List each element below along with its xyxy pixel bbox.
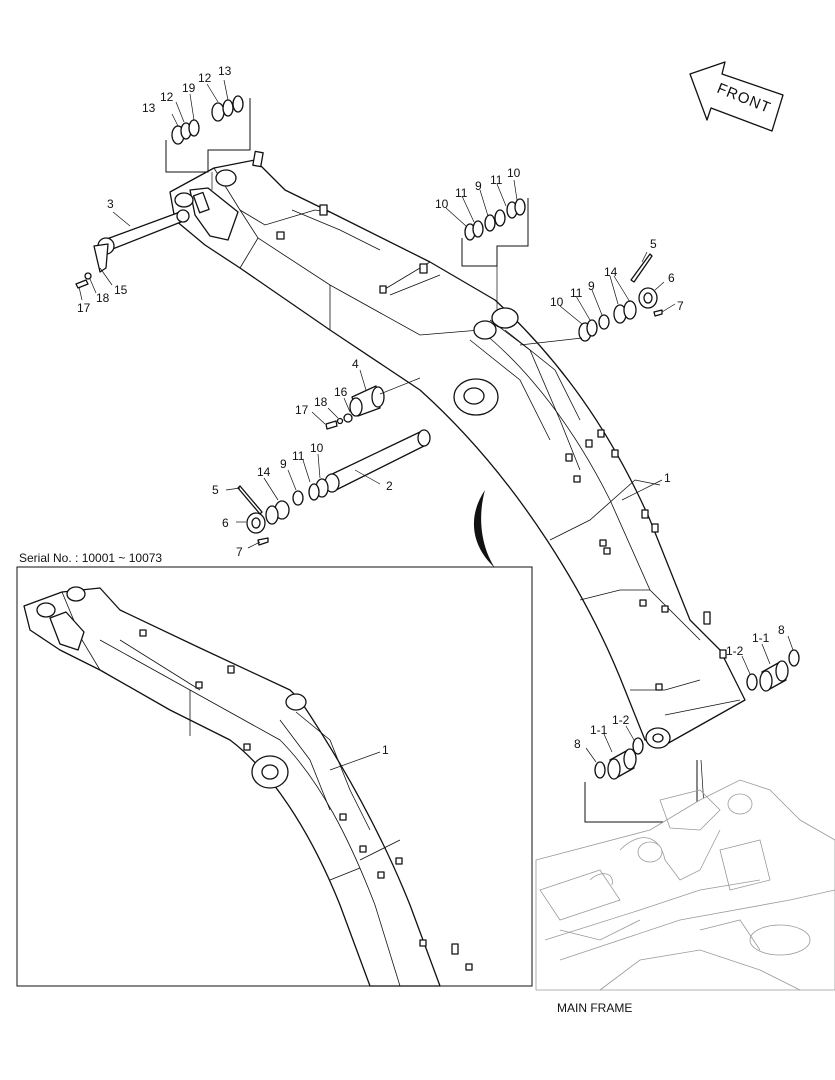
callout-11: 11 xyxy=(455,186,468,200)
rotation-arrow-icon xyxy=(473,490,495,568)
callout-12: 12 xyxy=(198,71,212,85)
callout-18: 18 xyxy=(96,291,110,305)
callout-18: 18 xyxy=(314,395,328,409)
seal-group-head-top: 10 11 9 11 10 xyxy=(435,166,529,310)
callout-1-1: 1-1 xyxy=(590,723,608,737)
callout-1: 1 xyxy=(664,471,671,485)
callout-2: 2 xyxy=(386,479,393,493)
callout-1-2: 1-2 xyxy=(726,644,744,658)
callout-8: 8 xyxy=(574,737,581,751)
callout-10: 10 xyxy=(550,295,564,309)
callout-7: 7 xyxy=(677,299,684,313)
callout-17: 17 xyxy=(295,403,309,417)
callout-9: 9 xyxy=(588,279,595,293)
callout-7: 7 xyxy=(236,545,243,559)
serial-inset: Serial No. : 10001 ~ 10073 1 xyxy=(16,551,533,987)
callout-14: 14 xyxy=(604,265,618,279)
boom-main xyxy=(169,150,746,749)
callout-11: 11 xyxy=(292,449,305,463)
callout-10: 10 xyxy=(507,166,521,180)
callout-1-1: 1-1 xyxy=(752,631,770,645)
callout-1-2: 1-2 xyxy=(612,713,630,727)
callout-9: 9 xyxy=(280,457,287,471)
callout-10: 10 xyxy=(435,197,449,211)
callout-10: 10 xyxy=(310,441,324,455)
inset-callout-1: 1 xyxy=(382,743,389,757)
callout-14: 14 xyxy=(257,465,271,479)
callout-6: 6 xyxy=(668,271,675,285)
callout-8: 8 xyxy=(778,623,785,637)
callout-19: 19 xyxy=(182,81,196,95)
callout-12: 12 xyxy=(160,90,174,104)
callout-11: 11 xyxy=(570,286,583,300)
front-arrow-icon: FRONT xyxy=(689,61,784,132)
inset-serial-label: Serial No. : 10001 ~ 10073 xyxy=(19,551,162,565)
callout-5: 5 xyxy=(212,483,219,497)
pin-3-group: 3 15 18 17 xyxy=(75,197,190,315)
callout-13: 13 xyxy=(142,101,156,115)
pin-hardware-right: 5 14 6 7 9 11 10 xyxy=(519,237,684,346)
callout-15: 15 xyxy=(114,283,128,297)
main-frame-drawing xyxy=(535,779,835,991)
callout-5: 5 xyxy=(650,237,657,251)
pin-2-group: 11 10 9 14 5 6 7 2 xyxy=(212,429,431,559)
pin-4-group: 4 16 18 17 xyxy=(295,357,421,430)
foot-bushing-left: 8 1-1 1-2 xyxy=(574,713,731,841)
callout-4: 4 xyxy=(352,357,359,371)
foot-bushing-right: 1-2 1-1 8 xyxy=(726,623,800,692)
pin-seal-group-top: 13 12 19 12 13 xyxy=(142,64,251,190)
callout-17: 17 xyxy=(77,301,91,315)
main-frame-label: MAIN FRAME xyxy=(557,1001,632,1015)
callout-3: 3 xyxy=(107,197,114,211)
callout-9: 9 xyxy=(475,179,482,193)
callout-6: 6 xyxy=(222,516,229,530)
callout-11: 11 xyxy=(490,173,503,187)
callout-16: 16 xyxy=(334,385,348,399)
callout-13: 13 xyxy=(218,64,232,78)
